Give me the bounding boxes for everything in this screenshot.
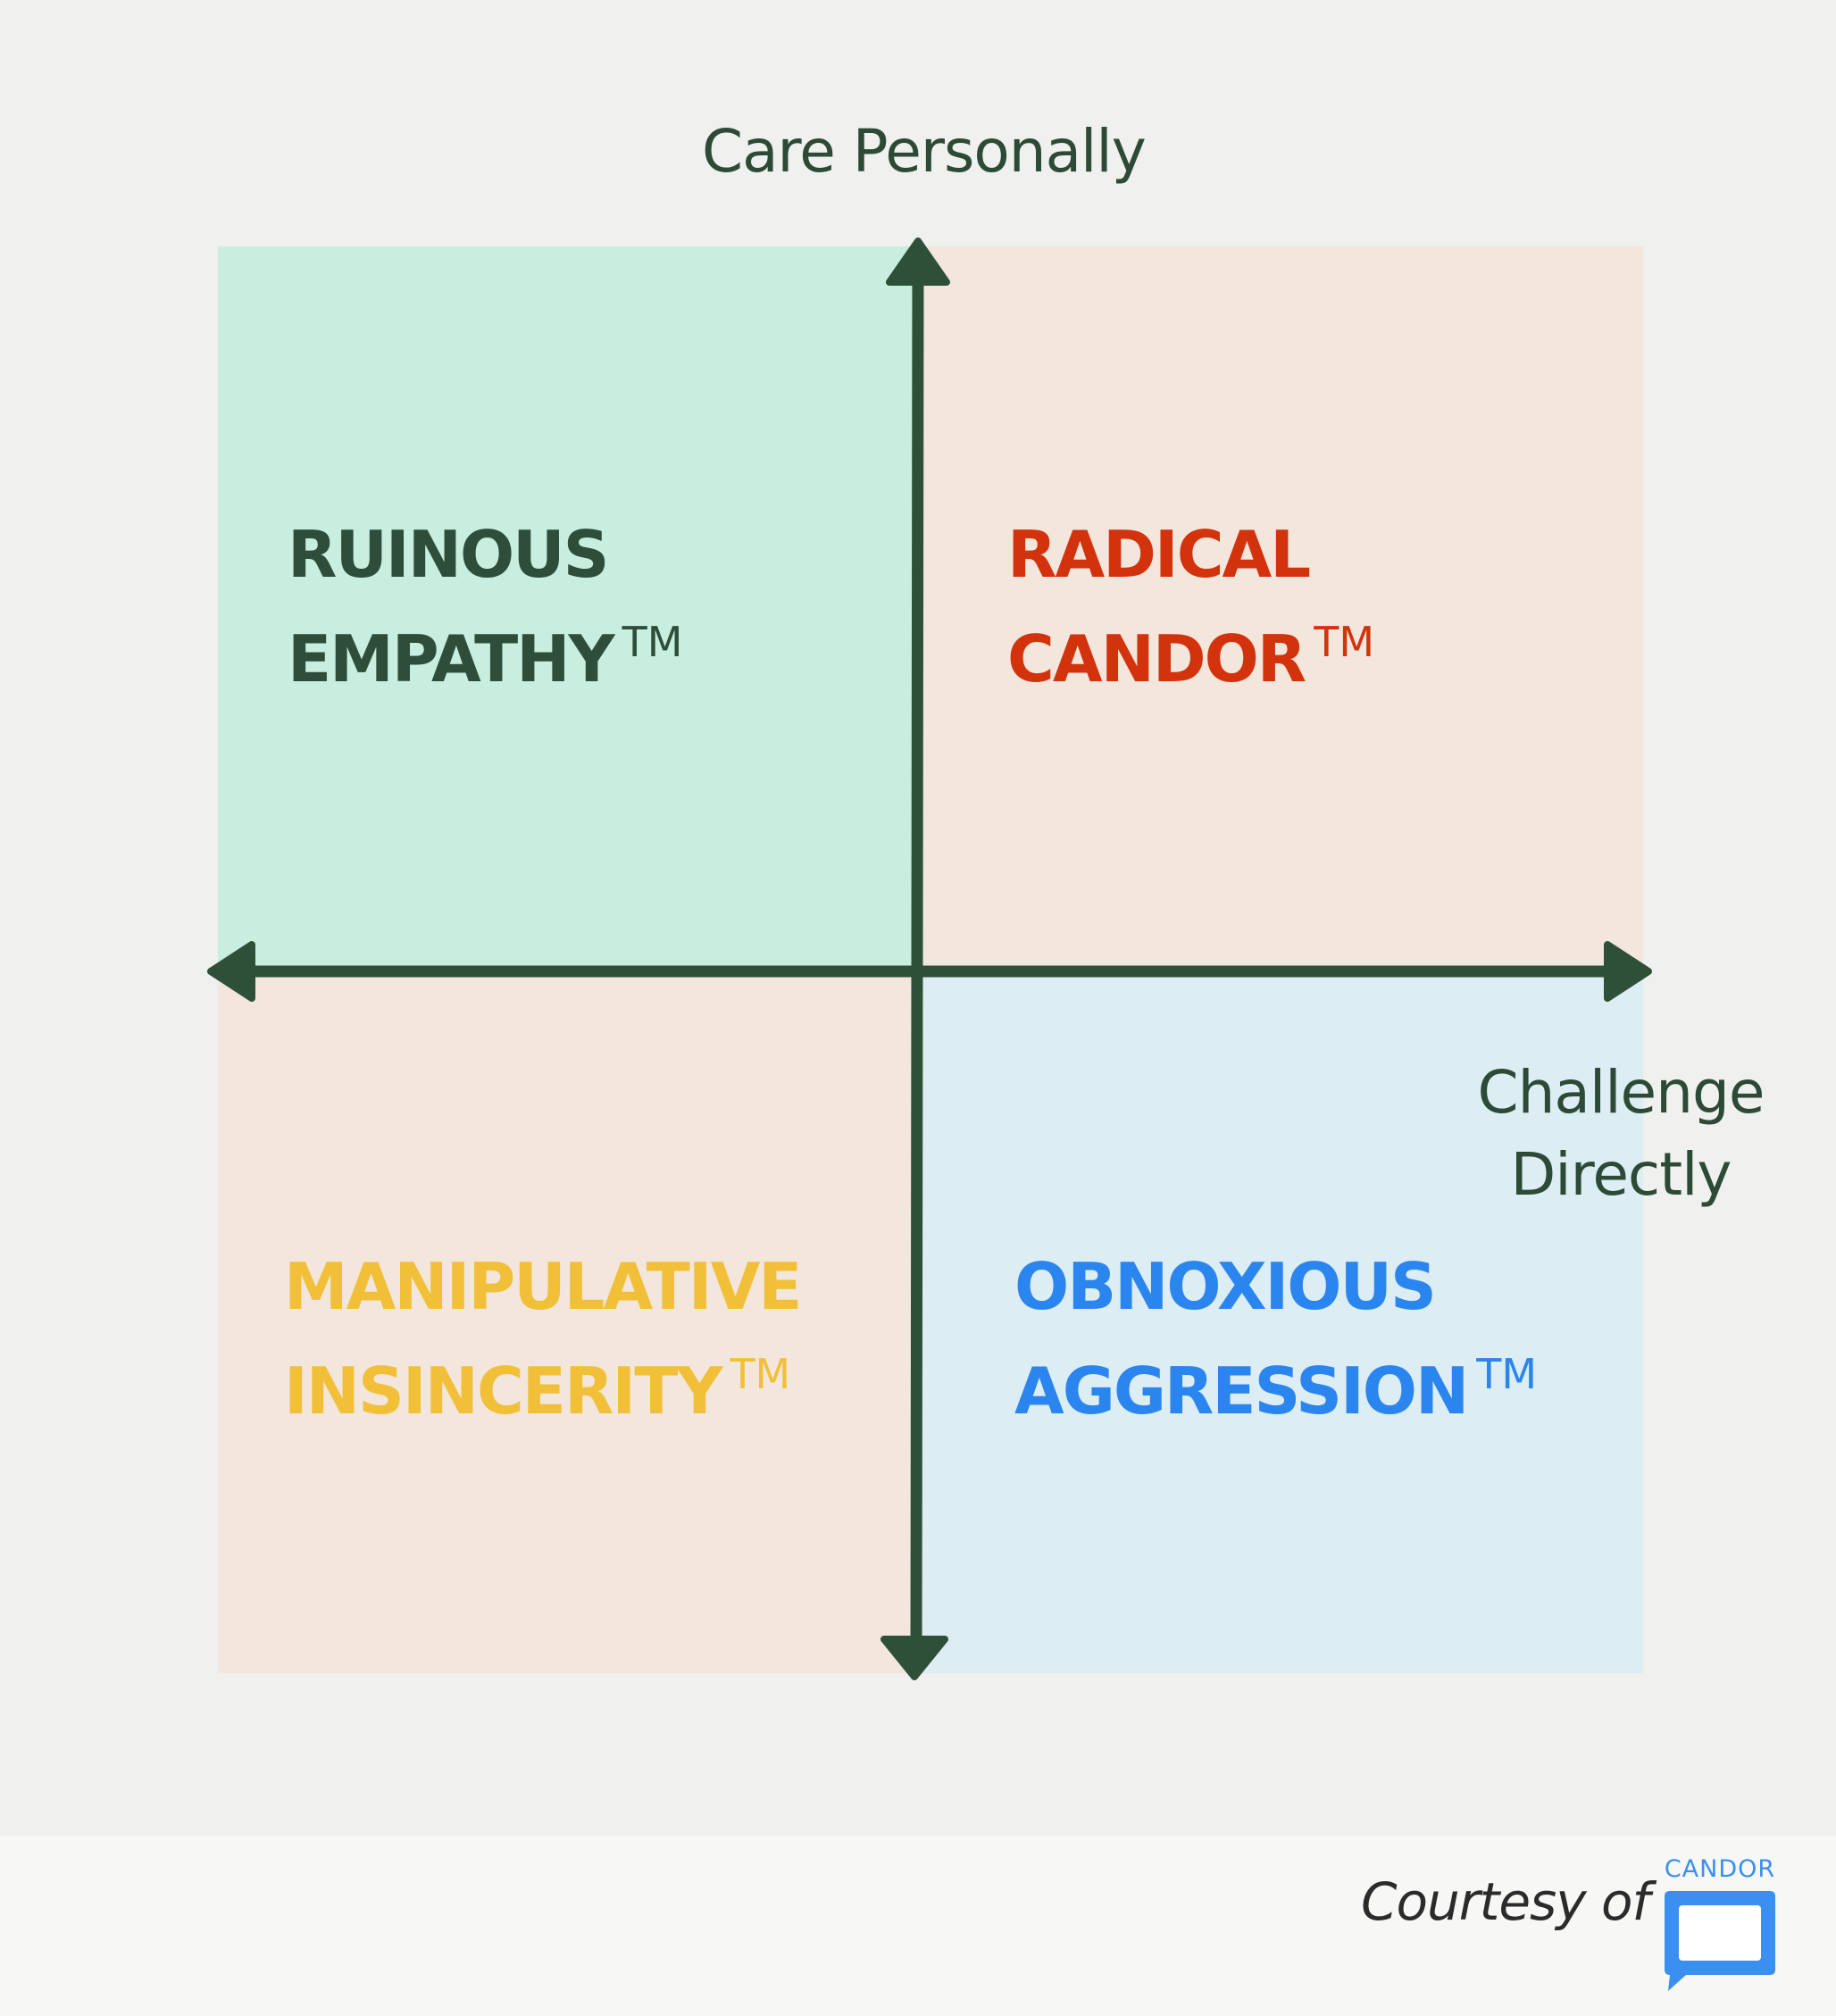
diagram-canvas: Care Personally Challenge Directly RUINO… bbox=[207, 117, 1768, 1680]
axes bbox=[207, 237, 1652, 1680]
arrow-up-icon bbox=[886, 237, 950, 286]
x-axis-title: Challenge Directly bbox=[1473, 1052, 1768, 1216]
speech-bubble-icon bbox=[1665, 1891, 1775, 1991]
trademark-mark: TM bbox=[730, 1350, 791, 1398]
label-word: CANDOR bbox=[1007, 621, 1306, 696]
quadrant-ruinous-empathy bbox=[218, 246, 918, 971]
courtesy-text: Courtesy of bbox=[1361, 1871, 1650, 1932]
trademark-mark: TM bbox=[1476, 1350, 1538, 1398]
arrow-left-icon bbox=[207, 941, 255, 1002]
label-line: RUINOUS bbox=[288, 517, 609, 592]
label-word: EMPATHY bbox=[288, 621, 615, 696]
candor-logo: CANDOR bbox=[1659, 1855, 1781, 1998]
label-line: RADICAL bbox=[1007, 517, 1311, 592]
label-word: AGGRESSION bbox=[1014, 1354, 1469, 1429]
logo-wordmark: CANDOR bbox=[1664, 1855, 1776, 1883]
quadrant-radical-candor bbox=[918, 246, 1643, 971]
label-word: INSINCERITY bbox=[284, 1354, 722, 1429]
x-axis-title-line-1: Challenge bbox=[1477, 1058, 1765, 1127]
arrow-right-icon bbox=[1604, 941, 1652, 1002]
trademark-mark: TM bbox=[1314, 618, 1375, 666]
x-axis-title-line-2: Directly bbox=[1510, 1140, 1732, 1209]
quadrant-obnoxious-aggression bbox=[918, 971, 1643, 1673]
quadrant-manipulative-insincerity bbox=[218, 971, 918, 1673]
y-axis-line bbox=[910, 262, 924, 1660]
label-line: OBNOXIOUS bbox=[1014, 1249, 1437, 1324]
label-line: MANIPULATIVE bbox=[284, 1249, 802, 1324]
arrow-down-icon bbox=[880, 1636, 948, 1680]
trademark-mark: TM bbox=[622, 618, 683, 666]
y-axis-title: Care Personally bbox=[702, 117, 1147, 186]
